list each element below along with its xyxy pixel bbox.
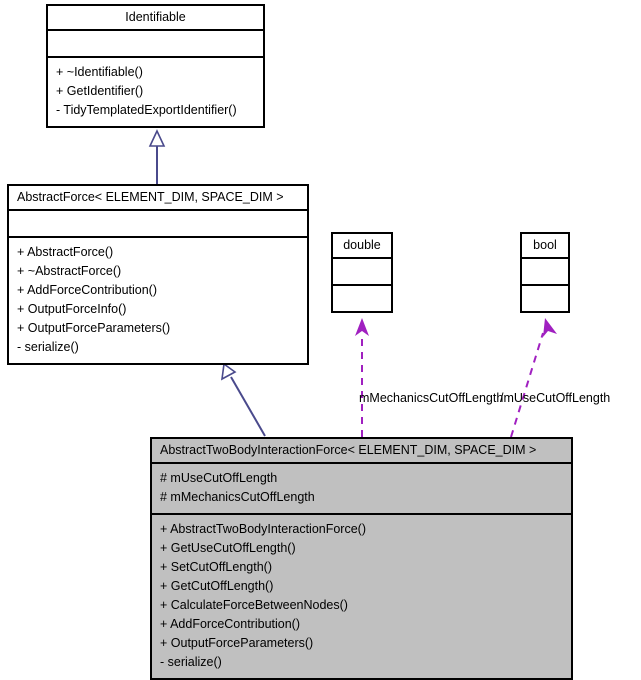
class-title-abstract-two-body-interaction-force: AbstractTwoBodyInteractionForce< ELEMENT…: [160, 443, 537, 457]
inheritance-edge-abstractforce-identifiable: [148, 129, 166, 186]
operation-row: + SetCutOffLength(): [160, 560, 272, 574]
class-title-double: double: [343, 238, 381, 252]
class-title-abstract-force: AbstractForce< ELEMENT_DIM, SPACE_DIM >: [17, 190, 284, 204]
class-box-abstract-two-body-interaction-force[interactable]: AbstractTwoBodyInteractionForce< ELEMENT…: [150, 437, 573, 680]
class-operations-abstract-two-body: + AbstractTwoBodyInteractionForce() + Ge…: [152, 513, 571, 678]
class-title-bool: bool: [533, 238, 557, 252]
operation-row: + AddForceContribution(): [17, 283, 158, 297]
dependency-label-use-cutoff: /mUseCutOffLength: [500, 391, 611, 405]
class-attributes-bool: [522, 257, 568, 284]
operation-row: + AddForceContribution(): [160, 617, 301, 631]
operation-row: + OutputForceInfo(): [17, 302, 127, 316]
operation-row: + GetCutOffLength(): [160, 579, 274, 593]
dependency-edge-use-cutoff-bool: [510, 318, 557, 438]
class-box-abstract-force[interactable]: AbstractForce< ELEMENT_DIM, SPACE_DIM > …: [7, 184, 309, 365]
operation-row: - serialize(): [160, 655, 222, 669]
operation-row: + CalculateForceBetweenNodes(): [160, 598, 348, 612]
operation-row: + GetUseCutOffLength(): [160, 541, 296, 555]
class-attributes-identifiable: [48, 29, 263, 56]
operation-row: - serialize(): [17, 340, 79, 354]
operation-row: + GetIdentifier(): [56, 84, 144, 98]
class-box-double[interactable]: double: [331, 232, 393, 313]
class-attributes-abstract-two-body: # mUseCutOffLength # mMechanicsCutOffLen…: [152, 462, 571, 513]
dependency-label-mechanics-cutoff: mMechanicsCutOffLength: [359, 391, 504, 405]
operation-row: + OutputForceParameters(): [160, 636, 314, 650]
class-attributes-abstract-force: [9, 209, 307, 236]
class-title-identifiable: Identifiable: [125, 10, 186, 24]
attribute-row: # mMechanicsCutOffLength: [160, 490, 315, 504]
operation-row: + AbstractForce(): [17, 245, 114, 259]
class-attributes-double: [333, 257, 391, 284]
dependency-edge-mechanics-cutoff-double: [355, 318, 369, 437]
operation-row: + OutputForceParameters(): [17, 321, 171, 335]
class-operations-abstract-force: + AbstractForce() + ~AbstractForce() + A…: [9, 236, 307, 363]
operation-row: + ~AbstractForce(): [17, 264, 122, 278]
attribute-row: # mUseCutOffLength: [160, 471, 278, 485]
class-operations-double: [333, 284, 391, 311]
class-box-bool[interactable]: bool: [520, 232, 570, 313]
operation-row: + ~Identifiable(): [56, 65, 143, 79]
class-box-identifiable[interactable]: Identifiable + ~Identifiable() + GetIden…: [46, 4, 265, 128]
class-operations-identifiable: + ~Identifiable() + GetIdentifier() - Ti…: [48, 56, 263, 126]
operation-row: - TidyTemplatedExportIdentifier(): [56, 103, 237, 117]
operation-row: + AbstractTwoBodyInteractionForce(): [160, 522, 366, 536]
class-operations-bool: [522, 284, 568, 311]
inheritance-edge-twobody-abstractforce: [220, 362, 266, 437]
